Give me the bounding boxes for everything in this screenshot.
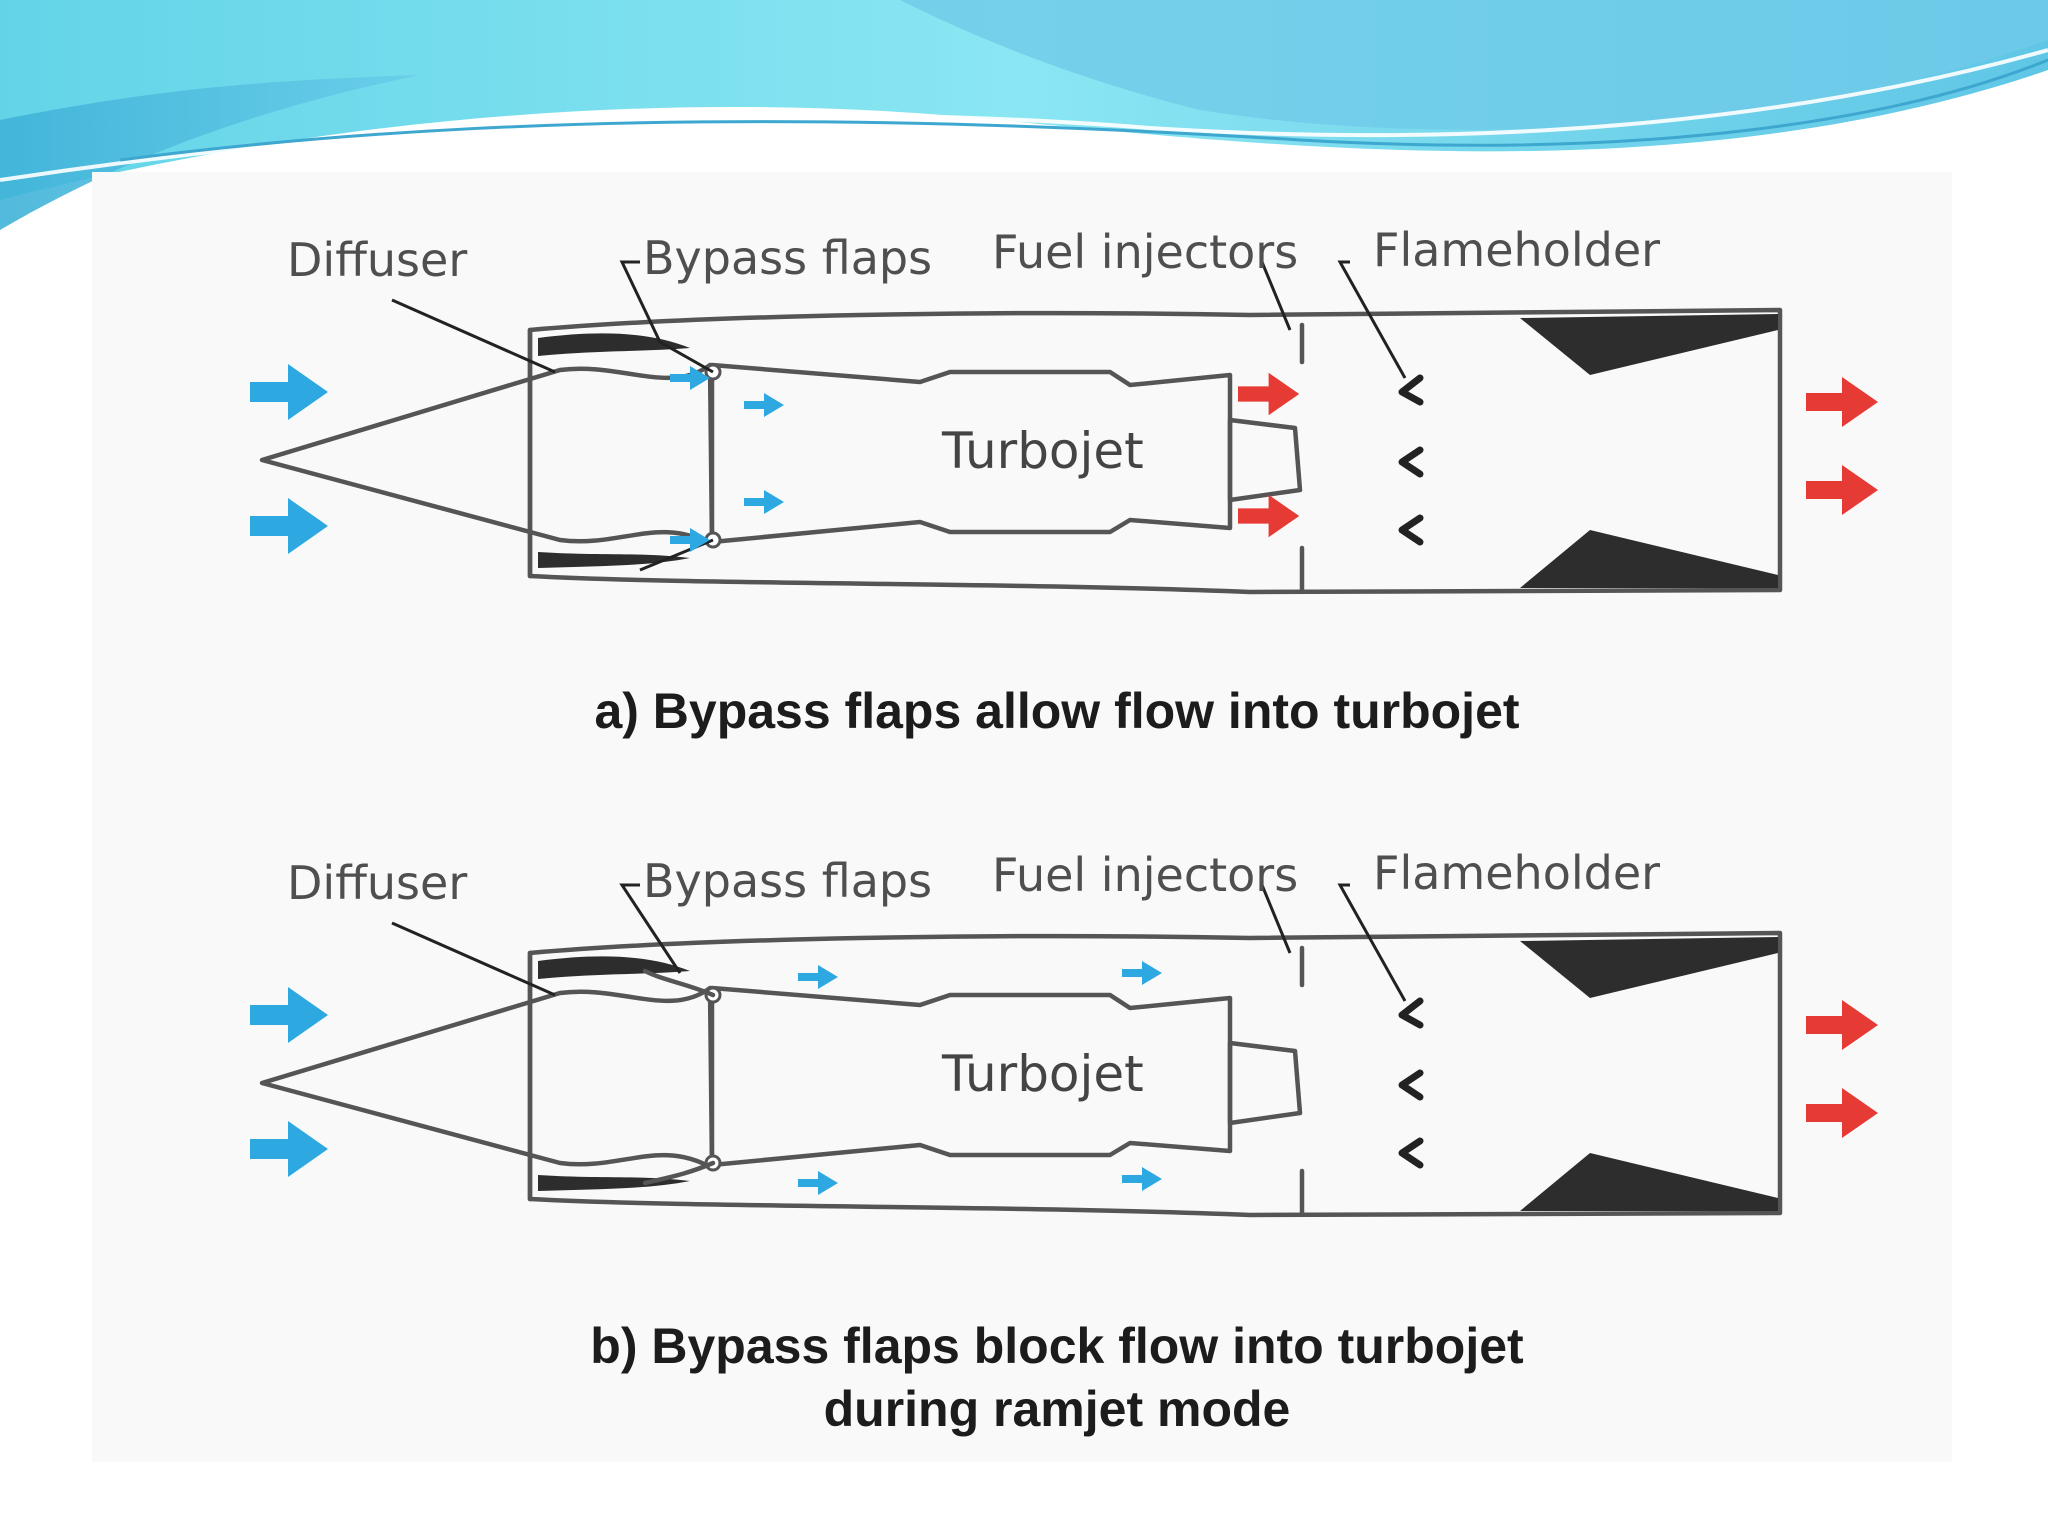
- bypass-flow-arrow-icon: [1122, 1167, 1162, 1191]
- bypass-flap-closed-upper: [642, 968, 716, 998]
- turbojet-exhaust-arrow-icon: [1238, 494, 1300, 538]
- caption-b-line2: during ramjet mode: [824, 1381, 1291, 1437]
- bypass-flap-closed-lower: [642, 1160, 716, 1186]
- label-flameholder-b: Flameholder: [1373, 846, 1660, 900]
- bypass-flow-arrow-icon: [798, 1171, 838, 1195]
- caption-a: a) Bypass flaps allow flow into turbojet: [594, 683, 1519, 739]
- label-flameholder-a: Flameholder: [1373, 223, 1660, 277]
- bypass-flaps-leader-a: [619, 260, 714, 374]
- wave-band-left: [0, 75, 420, 230]
- label-fuel-injectors-a: Fuel injectors: [992, 225, 1298, 279]
- label-fuel-injectors-b: Fuel injectors: [992, 848, 1298, 902]
- inflow-arrow-icon: [250, 364, 328, 420]
- label-diffuser-a: Diffuser: [287, 233, 467, 287]
- diffuser-leader-a: [391, 298, 556, 374]
- decorative-wave-banner: [0, 0, 2048, 230]
- bypass-flaps-leader-b: [619, 883, 682, 974]
- diagram-b: Diffuser Bypass flaps Fuel injectors Fla…: [250, 846, 1878, 1437]
- label-turbojet-a: Turbojet: [941, 422, 1144, 480]
- exhaust-arrow-icon: [1806, 1000, 1878, 1050]
- bypass-flow-arrow-icon: [1122, 961, 1162, 985]
- caption-b-line1: b) Bypass flaps block flow into turbojet: [590, 1318, 1524, 1374]
- flameholder-leader-b: [1337, 883, 1407, 1002]
- flow-arrow-icon: [744, 393, 784, 417]
- diagram-a: Diffuser Bypass flaps Fuel injectors Fla…: [250, 223, 1878, 739]
- wave-line-2: [119, 58, 2048, 162]
- label-bypass-flaps-a: Bypass flaps: [643, 231, 932, 285]
- inflow-arrow-icon: [250, 987, 328, 1043]
- label-bypass-flaps-b: Bypass flaps: [643, 854, 932, 908]
- diffuser-leader-b: [391, 921, 556, 997]
- exhaust-arrow-icon: [1806, 1088, 1878, 1138]
- exhaust-arrow-icon: [1806, 377, 1878, 427]
- flow-arrow-icon: [744, 490, 784, 514]
- flameholder-leader-a: [1337, 260, 1407, 379]
- wave-band-right: [900, 0, 2048, 130]
- inflow-arrow-icon: [250, 498, 328, 554]
- fuel-injectors-leader-b: [1260, 884, 1292, 954]
- turbojet-exhaust-arrow-icon: [1238, 372, 1300, 416]
- bypass-flow-arrow-icon: [798, 965, 838, 989]
- label-diffuser-b: Diffuser: [287, 856, 467, 910]
- exhaust-arrow-icon: [1806, 465, 1878, 515]
- fuel-injectors-leader-a: [1260, 261, 1292, 331]
- label-turbojet-b: Turbojet: [941, 1045, 1144, 1103]
- figure-panel: [92, 172, 1952, 1462]
- inflow-arrow-icon: [250, 1121, 328, 1177]
